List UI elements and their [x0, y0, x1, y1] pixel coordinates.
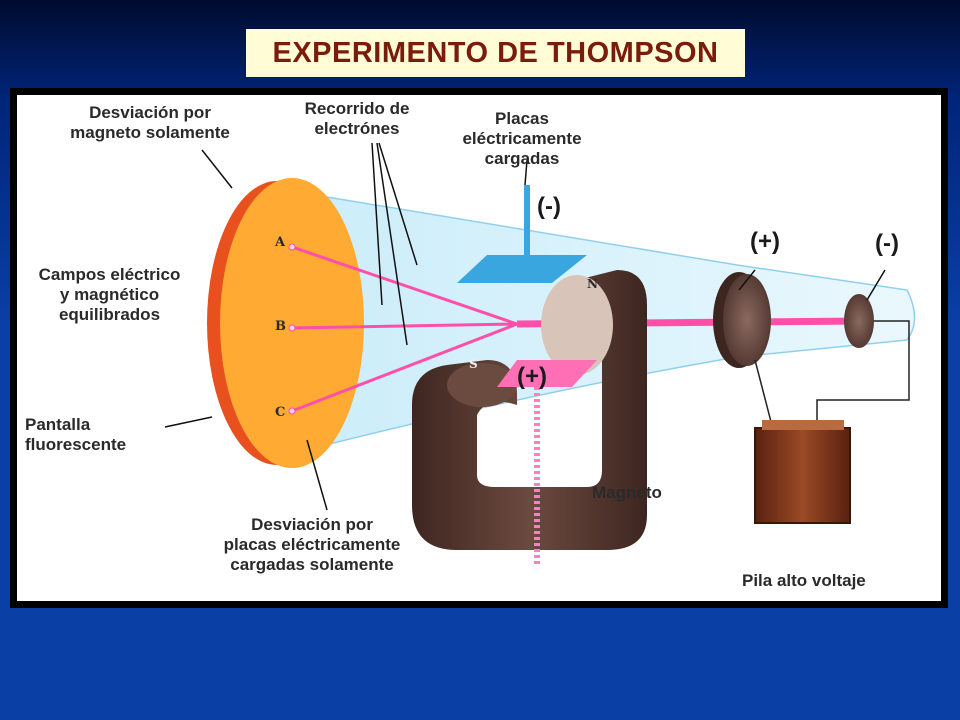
label-balanced-fields: Campos eléctrico y magnético equilibrado… — [38, 265, 181, 324]
point-b-dot — [288, 324, 296, 332]
label-screen: Pantalla fluorescente — [25, 415, 127, 454]
pole-south-label: S — [469, 357, 478, 371]
pointer-path-2 — [376, 142, 408, 346]
beam-to-a — [291, 245, 518, 326]
label-electron-path: Recorrido de electrónes — [304, 99, 410, 138]
battery-body — [754, 427, 851, 524]
label-battery: Pila alto voltaje — [742, 571, 866, 590]
pointer-cathode — [866, 269, 886, 301]
label-magnet: Magneto — [592, 483, 662, 502]
point-a-label: A — [275, 235, 286, 250]
point-b-label: B — [275, 319, 286, 334]
thomson-diagram — [164, 142, 916, 565]
pointer-deviation-plates — [306, 439, 328, 511]
magnet-north-face — [541, 275, 613, 375]
title-box: EXPERIMENTO DE THOMPSON — [246, 29, 745, 77]
page-title: EXPERIMENTO DE THOMPSON — [272, 36, 719, 69]
point-c-label: C — [275, 405, 286, 420]
label-magnet-deviation: Desviación por magneto solamente — [70, 103, 230, 142]
plate-bottom — [497, 360, 597, 387]
label-deviation-plates: Desviación por placas eléctricamente car… — [223, 515, 401, 574]
magnet-body — [412, 270, 647, 550]
anode-disk — [723, 274, 771, 366]
sign-cathode: (-) — [875, 230, 899, 257]
beam-to-c — [291, 322, 518, 413]
battery-top — [762, 420, 844, 430]
sign-plate-bottom: (+) — [517, 363, 547, 390]
diagram-panel: Desviación por magneto solamente Recorri… — [17, 95, 941, 601]
point-c-dot — [288, 407, 296, 415]
wire-cathode — [816, 320, 910, 425]
pointer-plates — [524, 159, 528, 186]
pointer-path-1 — [371, 142, 383, 306]
point-a-dot — [288, 243, 296, 251]
fluorescent-screen — [220, 178, 364, 468]
label-charged-plates: Placas eléctricamente cargadas — [462, 109, 582, 168]
cathode-disk — [844, 294, 874, 348]
pointer-anode — [738, 269, 756, 291]
sign-plate-top: (-) — [537, 193, 561, 220]
magnet-south-face — [447, 363, 517, 407]
sign-anode: (+) — [750, 228, 780, 255]
pole-north-label: N — [587, 277, 598, 291]
pointer-screen — [164, 416, 213, 428]
plate-top — [457, 255, 587, 283]
pointer-magnet-deviation — [201, 149, 233, 189]
pointer-path-3 — [378, 142, 418, 266]
